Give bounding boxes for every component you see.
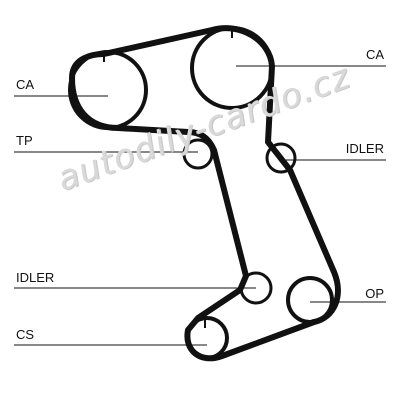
camshaft-pulley-right <box>190 26 274 110</box>
label-ca-right: CA <box>365 47 384 62</box>
label-idler-left: IDLER <box>16 270 55 285</box>
timing-belt <box>69 25 341 362</box>
crankshaft-pulley <box>185 316 229 360</box>
label-idler-right: IDLER <box>345 141 384 156</box>
label-op: OP <box>365 286 384 301</box>
camshaft-pulley-left <box>68 50 148 130</box>
label-ca-left: CA <box>16 77 35 92</box>
idler-pulley-right <box>265 142 297 174</box>
oil-pump-pulley <box>286 276 334 324</box>
label-tp: TP <box>16 133 33 148</box>
label-cs: CS <box>16 327 35 342</box>
tensioner-pulley <box>182 138 214 170</box>
